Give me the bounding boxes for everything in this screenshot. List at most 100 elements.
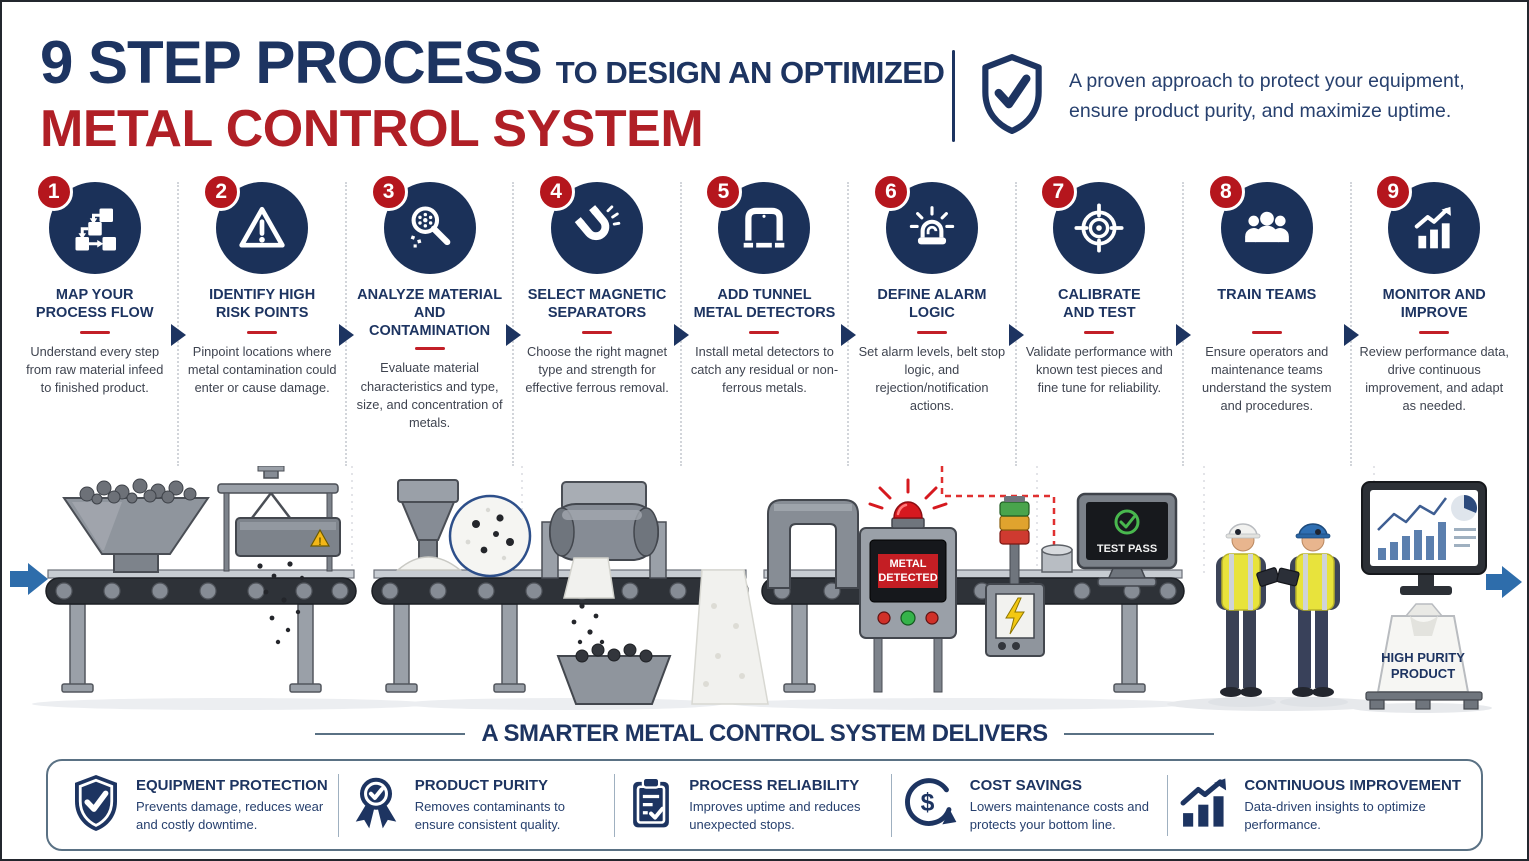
step-description: Choose the right magnet type and strengt… [525, 344, 669, 396]
step-description: Evaluate material characteristics and ty… [356, 360, 503, 430]
heading-rule-left [315, 733, 466, 735]
svg-text:METAL: METAL [889, 558, 926, 570]
page-title: 9 STEP PROCESS [40, 29, 543, 96]
high-purity-product-bag: HIGH PURITY PRODUCT [1365, 603, 1483, 710]
magnifier-analysis-icon [383, 182, 476, 274]
flowchart-icon [48, 182, 141, 274]
infeed-arrow-icon [10, 563, 48, 595]
red-underline [1419, 331, 1450, 334]
red-underline [247, 331, 278, 334]
tunnel-metal-detector [767, 499, 859, 589]
svg-text:$: $ [920, 789, 934, 816]
step-description: Install metal detectors to catch any res… [690, 344, 839, 396]
conveyor-belt [45, 569, 357, 605]
step-number-badge: 2 [202, 173, 241, 211]
step-arrow-icon [1343, 324, 1359, 346]
step-title: TRAIN TEAMS [1217, 287, 1317, 303]
step-description: Pinpoint locations where metal contamina… [187, 344, 337, 396]
step-arrow-icon [841, 324, 857, 346]
step-arrow-icon [506, 324, 522, 346]
heading-rule-right [1063, 733, 1214, 735]
step-arrow-icon [338, 324, 354, 346]
benefit-description: Lowers maintenance costs and protects yo… [969, 798, 1149, 832]
step-arrow-icon [1176, 324, 1192, 346]
step-number-badge: 8 [1206, 173, 1245, 211]
tagline-line2: ensure product purity, and maximize upti… [1069, 100, 1452, 122]
infeed-hopper [62, 478, 210, 573]
shield-check-icon [68, 773, 124, 838]
shield-check-icon [975, 53, 1049, 140]
step-description: Validate performance with known test pie… [1025, 344, 1173, 396]
step-description: Review performance data, drive continuou… [1359, 344, 1509, 414]
clipboard-check-icon [625, 774, 677, 837]
header-tagline-block: A proven approach to protect your equipm… [952, 28, 1497, 142]
step-description: Set alarm levels, belt stop logic, and r… [858, 344, 1006, 414]
medal-icon [349, 774, 403, 837]
benefit-title: EQUIPMENT PROTECTION [136, 776, 328, 794]
red-underline [916, 331, 947, 334]
step-number-badge: 1 [34, 173, 73, 211]
red-underline [749, 331, 780, 334]
header-titles: 9 STEP PROCESS TO DESIGN AN OPTIMIZED MET… [40, 28, 952, 159]
benefit-description: Data-driven insights to optimize perform… [1244, 798, 1426, 832]
worker-blue-helmet [1276, 523, 1348, 707]
red-underline [79, 331, 110, 334]
overhead-magnet: ! [217, 466, 341, 645]
page-title-line2: METAL CONTROL SYSTEM [40, 100, 704, 158]
benefit-equipment-protection: EQUIPMENT PROTECTION Prevents damage, re… [58, 773, 338, 838]
page-title-kicker: TO DESIGN AN OPTIMIZED [555, 55, 945, 90]
powder-cascade [691, 569, 769, 705]
step-number-badge: 5 [704, 173, 743, 211]
step-arrow-icon [673, 324, 689, 346]
step-number-badge: 3 [369, 173, 408, 211]
step-number-badge: 7 [1039, 173, 1078, 211]
benefit-title: PRODUCT PURITY [414, 776, 549, 794]
pallet [1365, 691, 1483, 710]
benefit-product-purity: PRODUCT PURITY Removes contaminants to e… [337, 773, 615, 837]
analytics-monitor [1361, 481, 1487, 595]
outfeed-arrow-icon [1486, 566, 1522, 598]
benefits-bar: EQUIPMENT PROTECTION Prevents damage, re… [46, 759, 1483, 851]
footer-heading-row: A SMARTER METAL CONTROL SYSTEM DELIVERS [2, 717, 1527, 751]
alarm-connector-dashed-line [940, 466, 1056, 578]
red-underline [414, 347, 445, 351]
feed-funnel [395, 479, 463, 571]
footer-heading: A SMARTER METAL CONTROL SYSTEM DELIVERS [481, 720, 1048, 747]
cost-savings-icon: $ [902, 774, 958, 837]
benefit-cost-savings: $ COST SAVINGS Lowers maintenance costs … [890, 773, 1168, 837]
benefit-title: COST SAVINGS [969, 776, 1083, 794]
svg-text:DETECTED: DETECTED [878, 572, 937, 584]
detector-control-panel: METAL DETECTED [859, 478, 957, 693]
red-underline [582, 331, 613, 334]
step-arrow-icon [1008, 324, 1024, 346]
benefit-title: CONTINUOUS IMPROVEMENT [1244, 776, 1462, 794]
signal-tower-control-box [985, 496, 1045, 657]
test-pass-monitor: TEST PASS [1076, 492, 1178, 587]
reject-bin [556, 643, 672, 705]
step-number-badge: 9 [1374, 173, 1413, 211]
svg-text:HIGH PURITY: HIGH PURITY [1381, 650, 1465, 665]
benefit-title: PROCESS RELIABILITY [689, 776, 860, 794]
tagline-line1: A proven approach to protect your equipm… [1069, 69, 1465, 92]
captured-metal-particles [257, 561, 305, 645]
step-arrow-icon [171, 324, 187, 346]
step-8-train-teams: 8 TRAIN TEAMS Ensure operators and maint… [1176, 173, 1349, 466]
alarm-beacon [868, 478, 948, 529]
step-description: Ensure operators and maintenance teams u… [1202, 344, 1332, 414]
benefit-continuous-improvement: CONTINUOUS IMPROVEMENT Data-driven insig… [1167, 774, 1471, 836]
step-description: Understand every step from raw material … [26, 344, 164, 396]
